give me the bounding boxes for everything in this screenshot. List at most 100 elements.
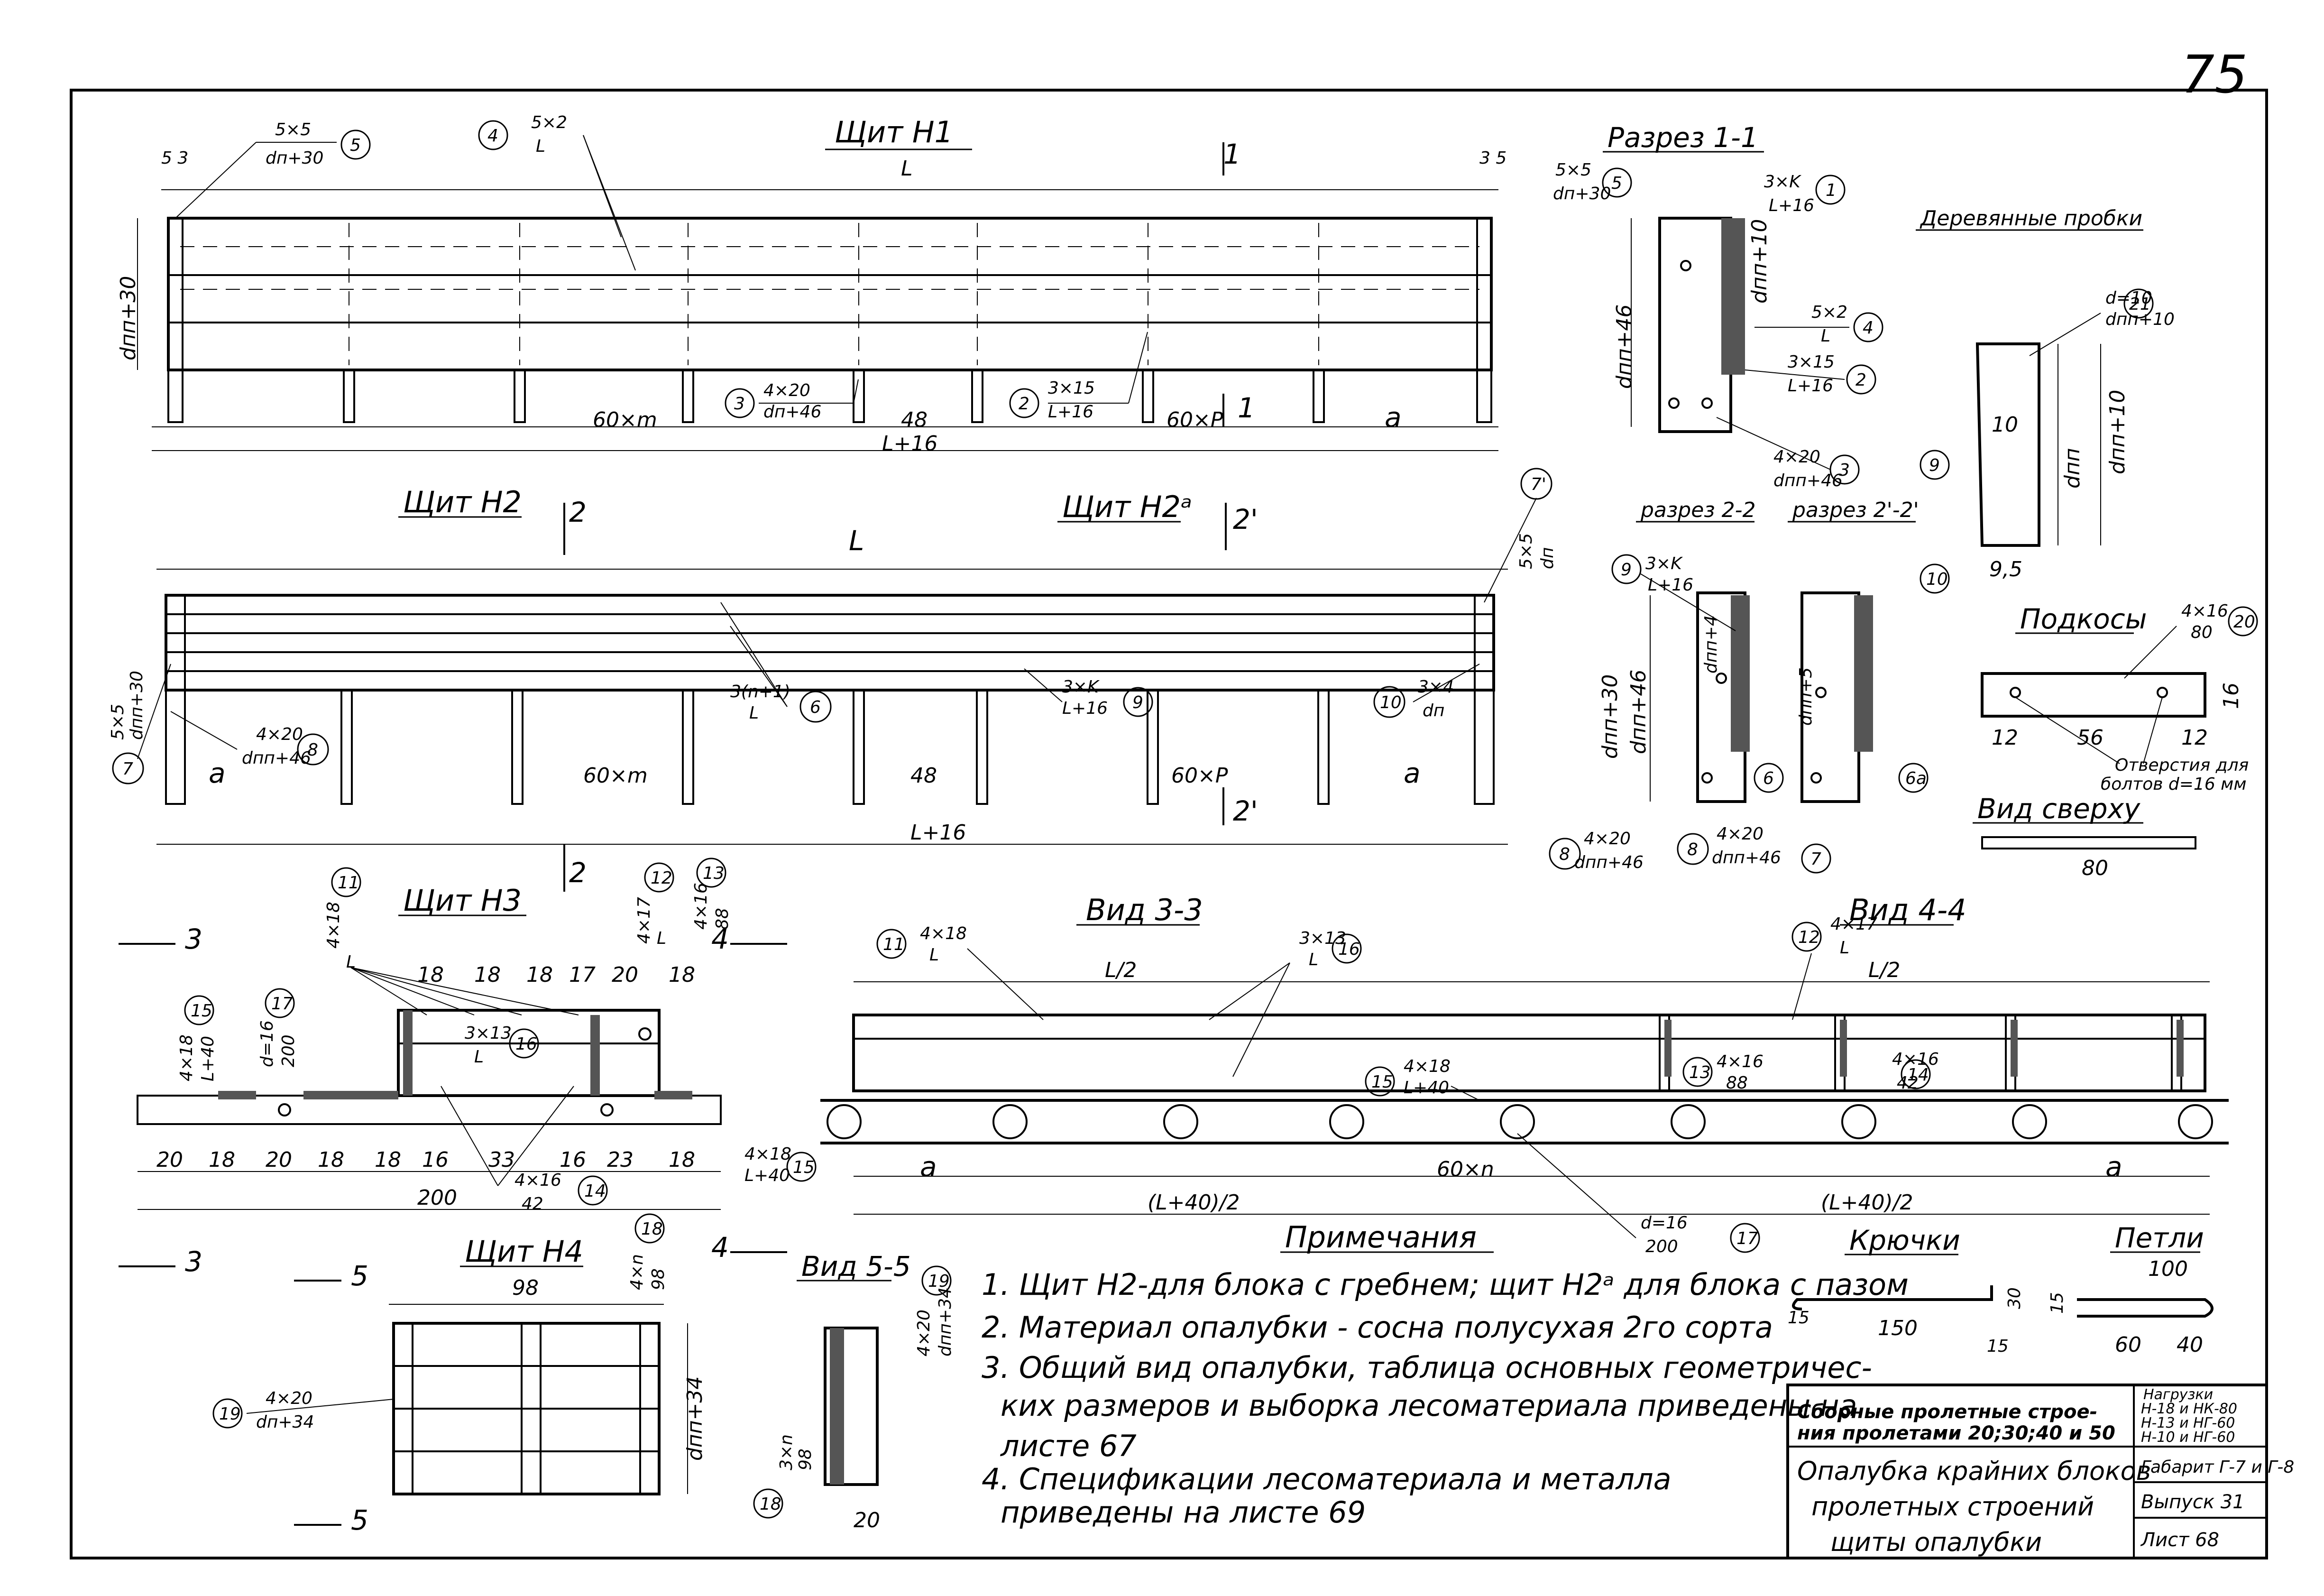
n3-top-dims: 18 18 18 17 20 18	[417, 963, 695, 987]
svg-text:4×17: 4×17	[1830, 914, 1877, 934]
svg-text:8: 8	[1687, 840, 1698, 859]
svg-text:15: 15	[191, 1001, 212, 1021]
svg-text:a: a	[209, 757, 226, 789]
svg-text:98: 98	[796, 1448, 815, 1470]
title-block: Сборные пролетные строе- ния пролетами 2…	[1786, 1384, 2294, 1559]
svg-text:Выпуск 31: Выпуск 31	[2141, 1491, 2245, 1513]
svg-text:48: 48	[901, 408, 928, 432]
svg-text:3: 3	[734, 394, 745, 414]
svg-text:5: 5	[351, 1504, 368, 1536]
svg-text:dп: dп	[1423, 701, 1444, 720]
svg-text:4×18: 4×18	[1404, 1057, 1451, 1076]
svg-text:60×n: 60×n	[1437, 1157, 1494, 1181]
svg-text:dпп+5: dпп+5	[1796, 667, 1816, 726]
svg-text:15: 15	[793, 1158, 815, 1177]
svg-text:4×20: 4×20	[1717, 824, 1764, 844]
svg-text:L+16: L+16	[882, 432, 937, 456]
svg-text:30: 30	[2005, 1287, 2024, 1309]
svg-text:9: 9	[1621, 560, 1632, 580]
svg-text:5×2: 5×2	[531, 113, 567, 132]
svg-text:dпп: dпп	[2060, 448, 2085, 489]
svg-text:15: 15	[1987, 1337, 2009, 1356]
svg-text:Петли: Петли	[2115, 1222, 2204, 1254]
svg-text:17: 17	[569, 963, 596, 987]
svg-text:L/2: L/2	[1868, 958, 1900, 982]
svg-text:Опалубка крайних блоков: Опалубка крайних блоков	[1797, 1456, 2151, 1486]
section-1-1: Разрез 1-1 dпп+46 dпп+10 1 3×K L+16 5 5×…	[1553, 121, 1883, 490]
svg-text:разрез 2'-2': разрез 2'-2'	[1792, 498, 1919, 522]
svg-text:13: 13	[703, 864, 725, 883]
svg-text:18: 18	[318, 1148, 344, 1172]
wooden-plugs: Деревянные пробки d=10 dпп+10 21 10 dпп …	[1916, 206, 2175, 581]
svg-text:17: 17	[1736, 1229, 1758, 1248]
svg-text:L: L	[536, 137, 545, 156]
svg-text:dп: dп	[1538, 547, 1557, 569]
svg-text:11: 11	[883, 935, 905, 954]
panel-n3: Щит Н3 3 4 3 4 20 18 20 18 18 16 33 16	[119, 858, 817, 1278]
svg-text:2: 2	[569, 496, 587, 528]
svg-text:15: 15	[2048, 1292, 2067, 1314]
svg-text:5×5: 5×5	[275, 120, 311, 139]
svg-text:Вид 5-5: Вид 5-5	[801, 1250, 911, 1282]
svg-text:60: 60	[2115, 1333, 2141, 1357]
svg-text:18: 18	[669, 963, 695, 987]
svg-text:5×5: 5×5	[1555, 160, 1591, 180]
svg-text:L: L	[849, 525, 864, 557]
svg-text:dпп+46: dпп+46	[1626, 670, 1651, 754]
svg-text:4×20: 4×20	[256, 725, 303, 744]
svg-text:dп+34: dп+34	[256, 1412, 314, 1432]
svg-text:4×18: 4×18	[920, 924, 967, 943]
svg-text:12: 12	[2181, 726, 2208, 750]
svg-text:11: 11	[338, 873, 359, 893]
svg-text:7: 7	[122, 759, 133, 779]
svg-text:20: 20	[156, 1148, 183, 1172]
svg-text:L/2: L/2	[1105, 958, 1137, 982]
svg-text:4×18: 4×18	[177, 1034, 196, 1081]
svg-text:2: 2	[569, 857, 587, 889]
svg-text:d=10: d=10	[2105, 288, 2152, 308]
svg-text:Вид сверху: Вид сверху	[1977, 793, 2140, 825]
svg-text:16: 16	[515, 1034, 537, 1054]
svg-text:5: 5	[1611, 174, 1622, 193]
svg-text:3×K: 3×K	[1062, 677, 1100, 697]
svg-text:150: 150	[1878, 1316, 1918, 1340]
hooks-loops: Крючки 150 15 30 15 Петли 100 60 40 15	[1788, 1222, 2214, 1357]
svg-text:3 5: 3 5	[1479, 148, 1506, 168]
panel-n1: Щит Н1 L 5 3 3 5 60×m 48 60×P a L+16 dпп…	[116, 113, 1506, 456]
svg-text:Щит Н2: Щит Н2	[403, 485, 522, 519]
svg-text:L+16: L+16	[1769, 196, 1814, 215]
svg-text:3×15: 3×15	[1788, 352, 1835, 372]
svg-text:88: 88	[1726, 1073, 1748, 1093]
svg-text:Щит Н4: Щит Н4	[465, 1234, 583, 1269]
svg-text:10: 10	[1380, 693, 1402, 712]
wedge-blocks	[827, 1104, 2213, 1139]
svg-text:10: 10	[1926, 570, 1948, 589]
svg-text:18: 18	[526, 963, 553, 987]
svg-text:5×2: 5×2	[1811, 303, 1847, 322]
svg-text:3×n: 3×n	[777, 1434, 796, 1470]
svg-text:2': 2'	[1233, 503, 1258, 535]
svg-text:Щит Н2ᵃ: Щит Н2ᵃ	[1062, 489, 1192, 524]
svg-text:1: 1	[1826, 181, 1837, 200]
svg-text:L: L	[1309, 950, 1318, 969]
svg-text:(L+40)/2: (L+40)/2	[1821, 1190, 1913, 1215]
svg-text:8: 8	[1559, 845, 1570, 864]
svg-text:5 3: 5 3	[161, 148, 188, 168]
svg-text:4×20: 4×20	[763, 381, 810, 400]
svg-text:Сборные пролетные строе-: Сборные пролетные строе-	[1797, 1401, 2097, 1423]
svg-text:Примечания: Примечания	[1285, 1220, 1477, 1255]
svg-text:L+16: L+16	[1048, 402, 1093, 422]
svg-text:10: 10	[1992, 413, 2018, 437]
svg-text:a: a	[920, 1151, 937, 1183]
svg-text:L+40: L+40	[1404, 1078, 1449, 1098]
svg-text:dпп+30: dпп+30	[1598, 674, 1622, 759]
view-3-3-4-4: Вид 3-3 L/2 Вид 4-4 L/2 a 60×n a (	[820, 893, 2229, 1256]
svg-text:60×P: 60×P	[1171, 764, 1228, 788]
svg-text:Щит Н3: Щит Н3	[403, 883, 522, 918]
svg-text:Деревянные пробки: Деревянные пробки	[1920, 206, 2142, 231]
svg-text:18: 18	[375, 1148, 401, 1172]
note-1: 1. Щит Н2-для блока с гребнем; щит Н2ᵃ д…	[982, 1267, 1909, 1302]
svg-text:16: 16	[1338, 940, 1360, 959]
svg-text:пролетных строений: пролетных строений	[1811, 1492, 2094, 1522]
svg-text:dпп+30: dпп+30	[116, 276, 140, 360]
